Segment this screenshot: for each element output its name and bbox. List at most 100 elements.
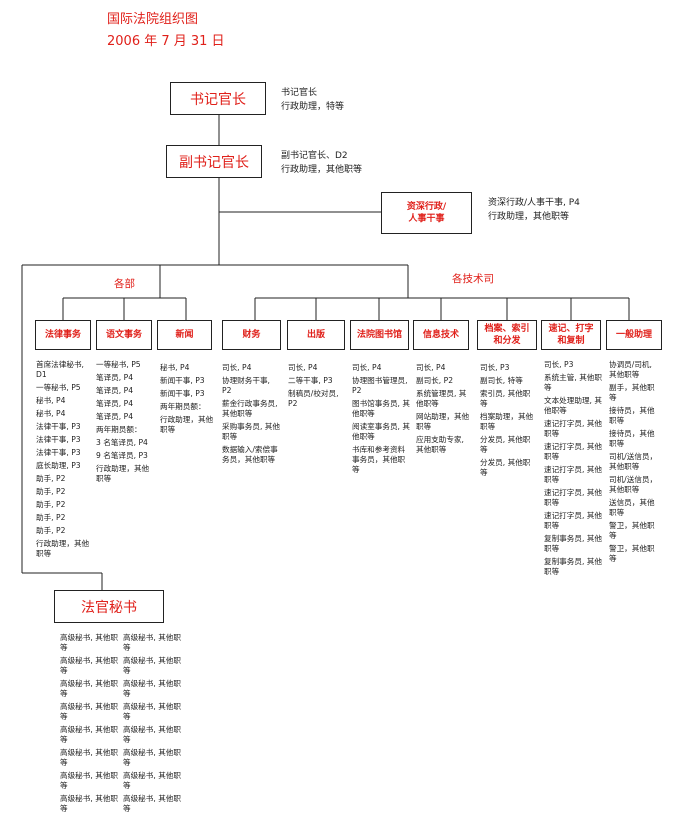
staff-item: 系统管理员, 其他职等 — [416, 389, 467, 408]
clerk-item: 高级秘书, 其他职等 — [60, 702, 118, 721]
staff-item: 司长, P4 — [416, 363, 446, 372]
deputy-label: 副书记官长 — [179, 154, 249, 171]
staff-item: 庭长助理, P3 — [36, 461, 81, 470]
clerk-item: 高级秘书, 其他职等 — [60, 679, 118, 698]
staff-item: 司机/送信员，其他职等 — [609, 475, 658, 494]
departments-heading: 各部 — [114, 278, 135, 290]
staff-item: 两年期员额： — [96, 425, 142, 434]
unit-label-line2: 和分发 — [493, 336, 521, 346]
staff-item: 笔译员, P4 — [96, 386, 134, 395]
admin-box: 资深行政/ 人事干事 — [381, 192, 472, 234]
registrar-label: 书记官长 — [190, 91, 246, 108]
unit-label: 出版 — [306, 330, 325, 340]
staff-item: 司长, P4 — [222, 363, 252, 372]
note-line: 副书记官长、D2 — [281, 151, 348, 161]
staff-item: 警卫，其他职等 — [609, 544, 655, 563]
staff-item: 助手, P2 — [36, 500, 66, 509]
clerk-item: 高级秘书, 其他职等 — [123, 794, 181, 813]
staff-item: 行政助理，其他职等 — [36, 539, 90, 558]
clerk-item: 高级秘书, 其他职等 — [60, 656, 118, 675]
unit-library: 法院图书馆 — [350, 320, 409, 350]
staff-item: 书库和参考资料事务员，其他职等 — [352, 445, 406, 474]
staff-item: 副司长, 特等 — [480, 376, 523, 385]
unit-it: 信息技术 — [413, 320, 469, 350]
staff-item: 一等秘书, P5 — [96, 360, 141, 369]
staff-item: 助手, P2 — [36, 487, 66, 496]
staff-item: 协调员/司机, 其他职等 — [609, 360, 652, 379]
staff-item: 速记打字员, 其他职等 — [544, 442, 602, 461]
chart-title: 国际法院组织图 — [107, 12, 199, 27]
unit-label-line2: 和复制 — [557, 336, 585, 346]
staff-item: 行政助理，其他职等 — [160, 415, 214, 434]
staff-item: 网站助理，其他职等 — [416, 412, 470, 431]
registrar-box: 书记官长 — [170, 82, 266, 115]
clerks-box: 法官秘书 — [54, 590, 164, 623]
staff-item: 秘书, P4 — [36, 409, 66, 418]
clerk-item: 高级秘书, 其他职等 — [123, 656, 181, 675]
staff-item: 司长, P4 — [288, 363, 318, 372]
deputy-notes: 副书记官长、D2 行政助理，其他职等 — [281, 149, 362, 177]
staff-item: 分发员, 其他职等 — [480, 435, 531, 454]
staff-item: 二等干事, P3 — [288, 376, 333, 385]
staff-item: 首席法律秘书, D1 — [36, 360, 84, 379]
admin-notes: 资深行政/人事干事, P4 行政助理，其他职等 — [488, 196, 580, 224]
unit-label-line1: 档案、索引 — [484, 324, 530, 334]
staff-item: 助手, P2 — [36, 474, 66, 483]
clerks-label: 法官秘书 — [81, 599, 137, 616]
connector-lines — [21, 114, 630, 590]
unit-label: 信息技术 — [422, 330, 459, 340]
unit-label: 法院图书馆 — [356, 330, 402, 340]
staff-item: 图书馆事务员, 其他职等 — [352, 399, 410, 418]
unit-label: 一般助理 — [615, 330, 652, 340]
staff-item: 3 名笔译员, P4 — [96, 438, 148, 447]
deputy-box: 副书记官长 — [166, 145, 262, 178]
unit-label: 法律事务 — [44, 330, 81, 340]
clerk-item: 高级秘书, 其他职等 — [60, 794, 118, 813]
staff-item: 9 名笔译员, P3 — [96, 451, 148, 460]
registrar-notes: 书记官长 行政助理，特等 — [281, 86, 344, 114]
staff-item: 协理图书管理员, P2 — [352, 376, 408, 395]
clerk-item: 高级秘书, 其他职等 — [123, 725, 181, 744]
staff-item: 速记打字员, 其他职等 — [544, 511, 602, 530]
staff-item: 协理财务干事, P2 — [222, 376, 270, 395]
staff-item: 助手, P2 — [36, 526, 66, 535]
unit-label: 财务 — [242, 330, 261, 340]
unit-typing: 速记、打字 和复制 — [541, 320, 601, 350]
staff-item: 分发员, 其他职等 — [480, 458, 531, 477]
note-line: 行政助理，其他职等 — [488, 212, 570, 222]
staff-item: 送信员，其他职等 — [609, 498, 655, 517]
unit-archives: 档案、索引 和分发 — [477, 320, 537, 350]
staff-item: 速记打字员, 其他职等 — [544, 465, 602, 484]
technical-heading: 各技术司 — [452, 273, 494, 285]
note-line: 资深行政/人事干事, P4 — [488, 198, 580, 208]
staff-item: 司长, P3 — [480, 363, 510, 372]
staff-item: 新闻干事, P3 — [160, 376, 205, 385]
staff-item: 秘书, P4 — [160, 363, 190, 372]
staff-item: 法律干事, P3 — [36, 435, 81, 444]
staff-item: 警卫，其他职等 — [609, 521, 655, 540]
admin-label-line1: 资深行政/ — [406, 202, 447, 212]
clerk-item: 高级秘书, 其他职等 — [123, 633, 181, 652]
clerk-item: 高级秘书, 其他职等 — [123, 679, 181, 698]
staff-item: 复制事务员, 其他职等 — [544, 557, 602, 576]
staff-item: 司长, P3 — [544, 360, 574, 369]
staff-item: 数据输入/索偿事务员，其他职等 — [222, 445, 278, 464]
staff-item: 新闻干事, P3 — [160, 389, 205, 398]
unit-label: 新闻 — [175, 330, 194, 340]
staff-item: 法律干事, P3 — [36, 422, 81, 431]
clerk-item: 高级秘书, 其他职等 — [60, 771, 118, 790]
admin-label-line2: 人事干事 — [408, 214, 445, 224]
staff-item: 文本处理助理, 其他职等 — [544, 396, 602, 415]
unit-language: 语文事务 — [96, 320, 152, 350]
staff-item: 档案助理，其他职等 — [480, 412, 534, 431]
clerk-item: 高级秘书, 其他职等 — [60, 748, 118, 767]
clerk-item: 高级秘书, 其他职等 — [123, 702, 181, 721]
staff-list-general: 协调员/司机, 其他职等副手，其他职等接待员，其他职等接待员，其他职等司机/送信… — [609, 360, 661, 567]
unit-legal: 法律事务 — [35, 320, 91, 350]
staff-item: 应用支助专家, 其他职等 — [416, 435, 464, 454]
